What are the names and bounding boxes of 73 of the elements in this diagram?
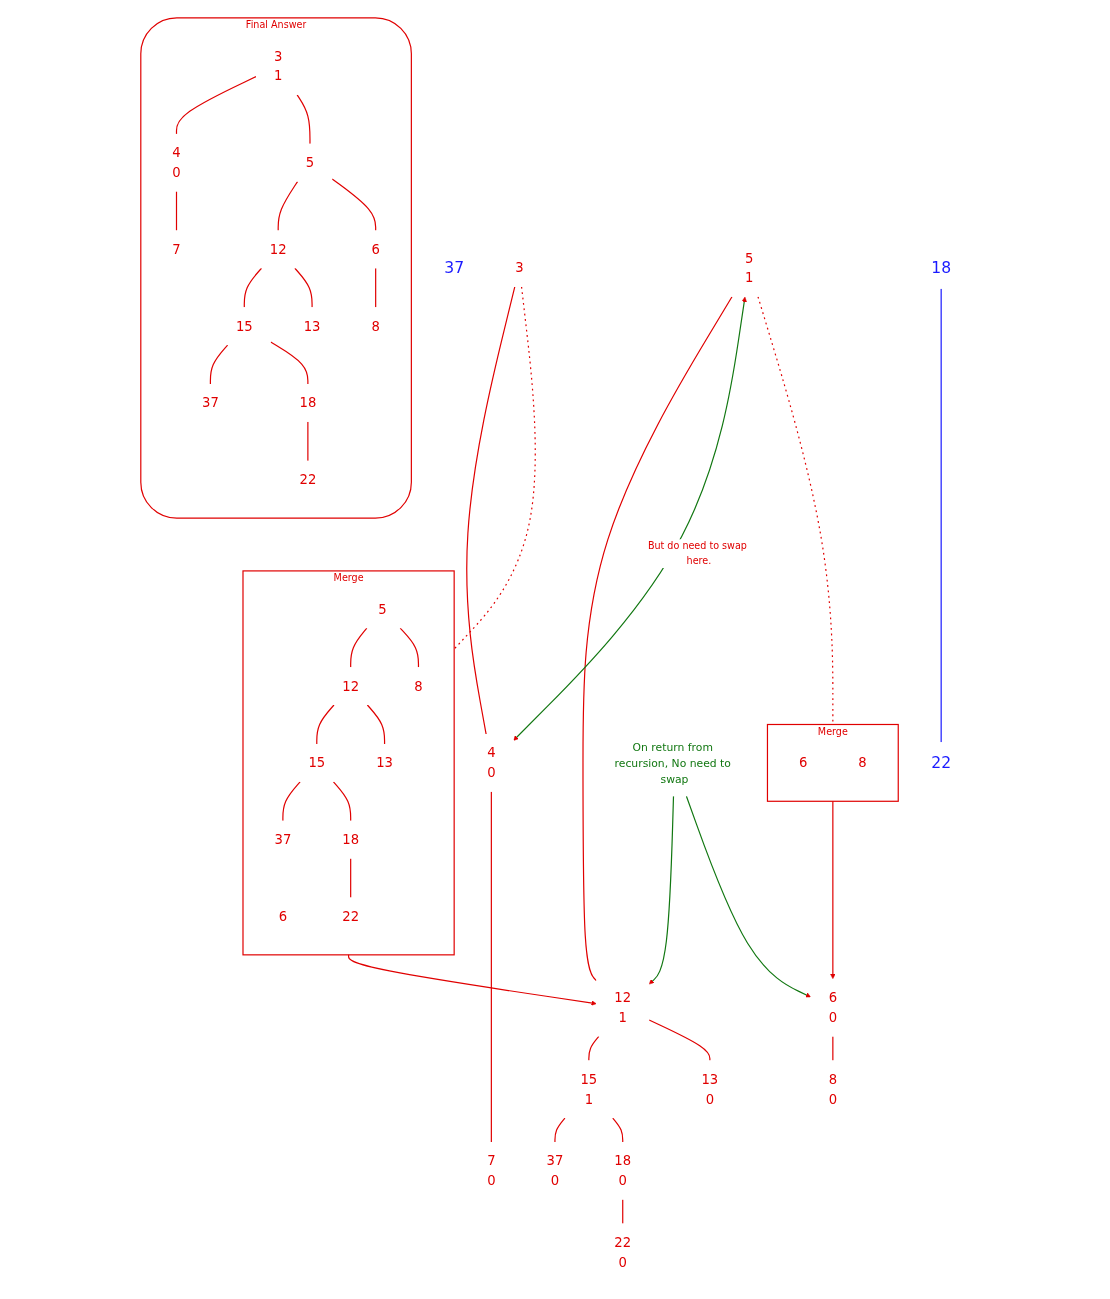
connector [175,190,178,232]
node-text: 13 0 [701,1071,719,1107]
arrow [513,296,747,741]
node-text: 8 [414,678,423,694]
node-text: 15 [308,755,326,771]
connector [175,76,257,135]
connector [466,286,516,735]
connector [243,267,263,308]
connector [582,296,733,982]
connector [588,1035,600,1062]
connector [209,344,229,385]
node-text: 8 [858,755,867,771]
connector [350,627,368,668]
node-text: On return from recursion, No need to swap [614,740,731,786]
node-text: 18 [299,395,317,411]
node-text: 6 [278,908,288,924]
node-text: 18 [931,258,952,277]
connector [366,704,386,745]
node-text: 7 0 [487,1153,496,1189]
node-text: 5 1 [745,250,754,286]
connector [350,857,352,899]
node-text: 37 [274,832,292,848]
node-text: 3 1 [274,48,283,84]
node-text: 37 [444,258,465,277]
node-text: 37 0 [546,1153,564,1189]
node-text: 5 [378,601,387,617]
node-text: 15 [235,318,253,334]
node-text: 6 [799,755,808,771]
connector [940,288,942,743]
node-text: 18 0 [614,1153,632,1189]
node-text: 22 [931,753,952,772]
node-text: 22 0 [614,1235,632,1270]
node-text: 12 1 [614,990,632,1026]
connector [282,781,301,822]
node-text: 5 [305,155,315,171]
node-text: 13 [376,755,394,771]
arrow [648,795,675,985]
node-text: 12 [269,241,287,257]
connector [612,1117,624,1143]
connector [832,1035,834,1062]
node-text: 4 0 [487,745,496,781]
connector [294,267,313,308]
node-text: 4 0 [172,145,181,181]
node-text: 22 [299,472,317,488]
connector [270,341,309,385]
connector [399,627,420,668]
node-text: 12 [342,678,360,694]
connector [375,267,377,308]
node-text: 8 0 [828,1071,838,1107]
arrow [348,954,597,1006]
connector [332,781,352,822]
connector [296,94,311,145]
connector [622,1199,624,1225]
arrow [685,795,811,998]
node-text: 3 [515,260,524,276]
node-text: 6 0 [828,990,838,1026]
node-text: 7 [172,241,181,257]
connector [648,1019,711,1062]
node-text: 22 [342,908,360,924]
node-text: 15 1 [580,1071,598,1107]
connector [277,180,299,232]
node-text: 8 [371,318,380,334]
connector [490,791,492,1143]
connector [316,704,335,745]
edge-label: But do need to swap here. [647,540,747,567]
node-text: 6 [371,241,380,257]
node-text: 18 [342,832,360,848]
connector [307,421,309,462]
arrow [830,800,836,980]
connector [554,1117,566,1143]
connector [331,178,377,232]
node-text: 13 [303,318,321,334]
node-text: 37 [202,395,219,411]
